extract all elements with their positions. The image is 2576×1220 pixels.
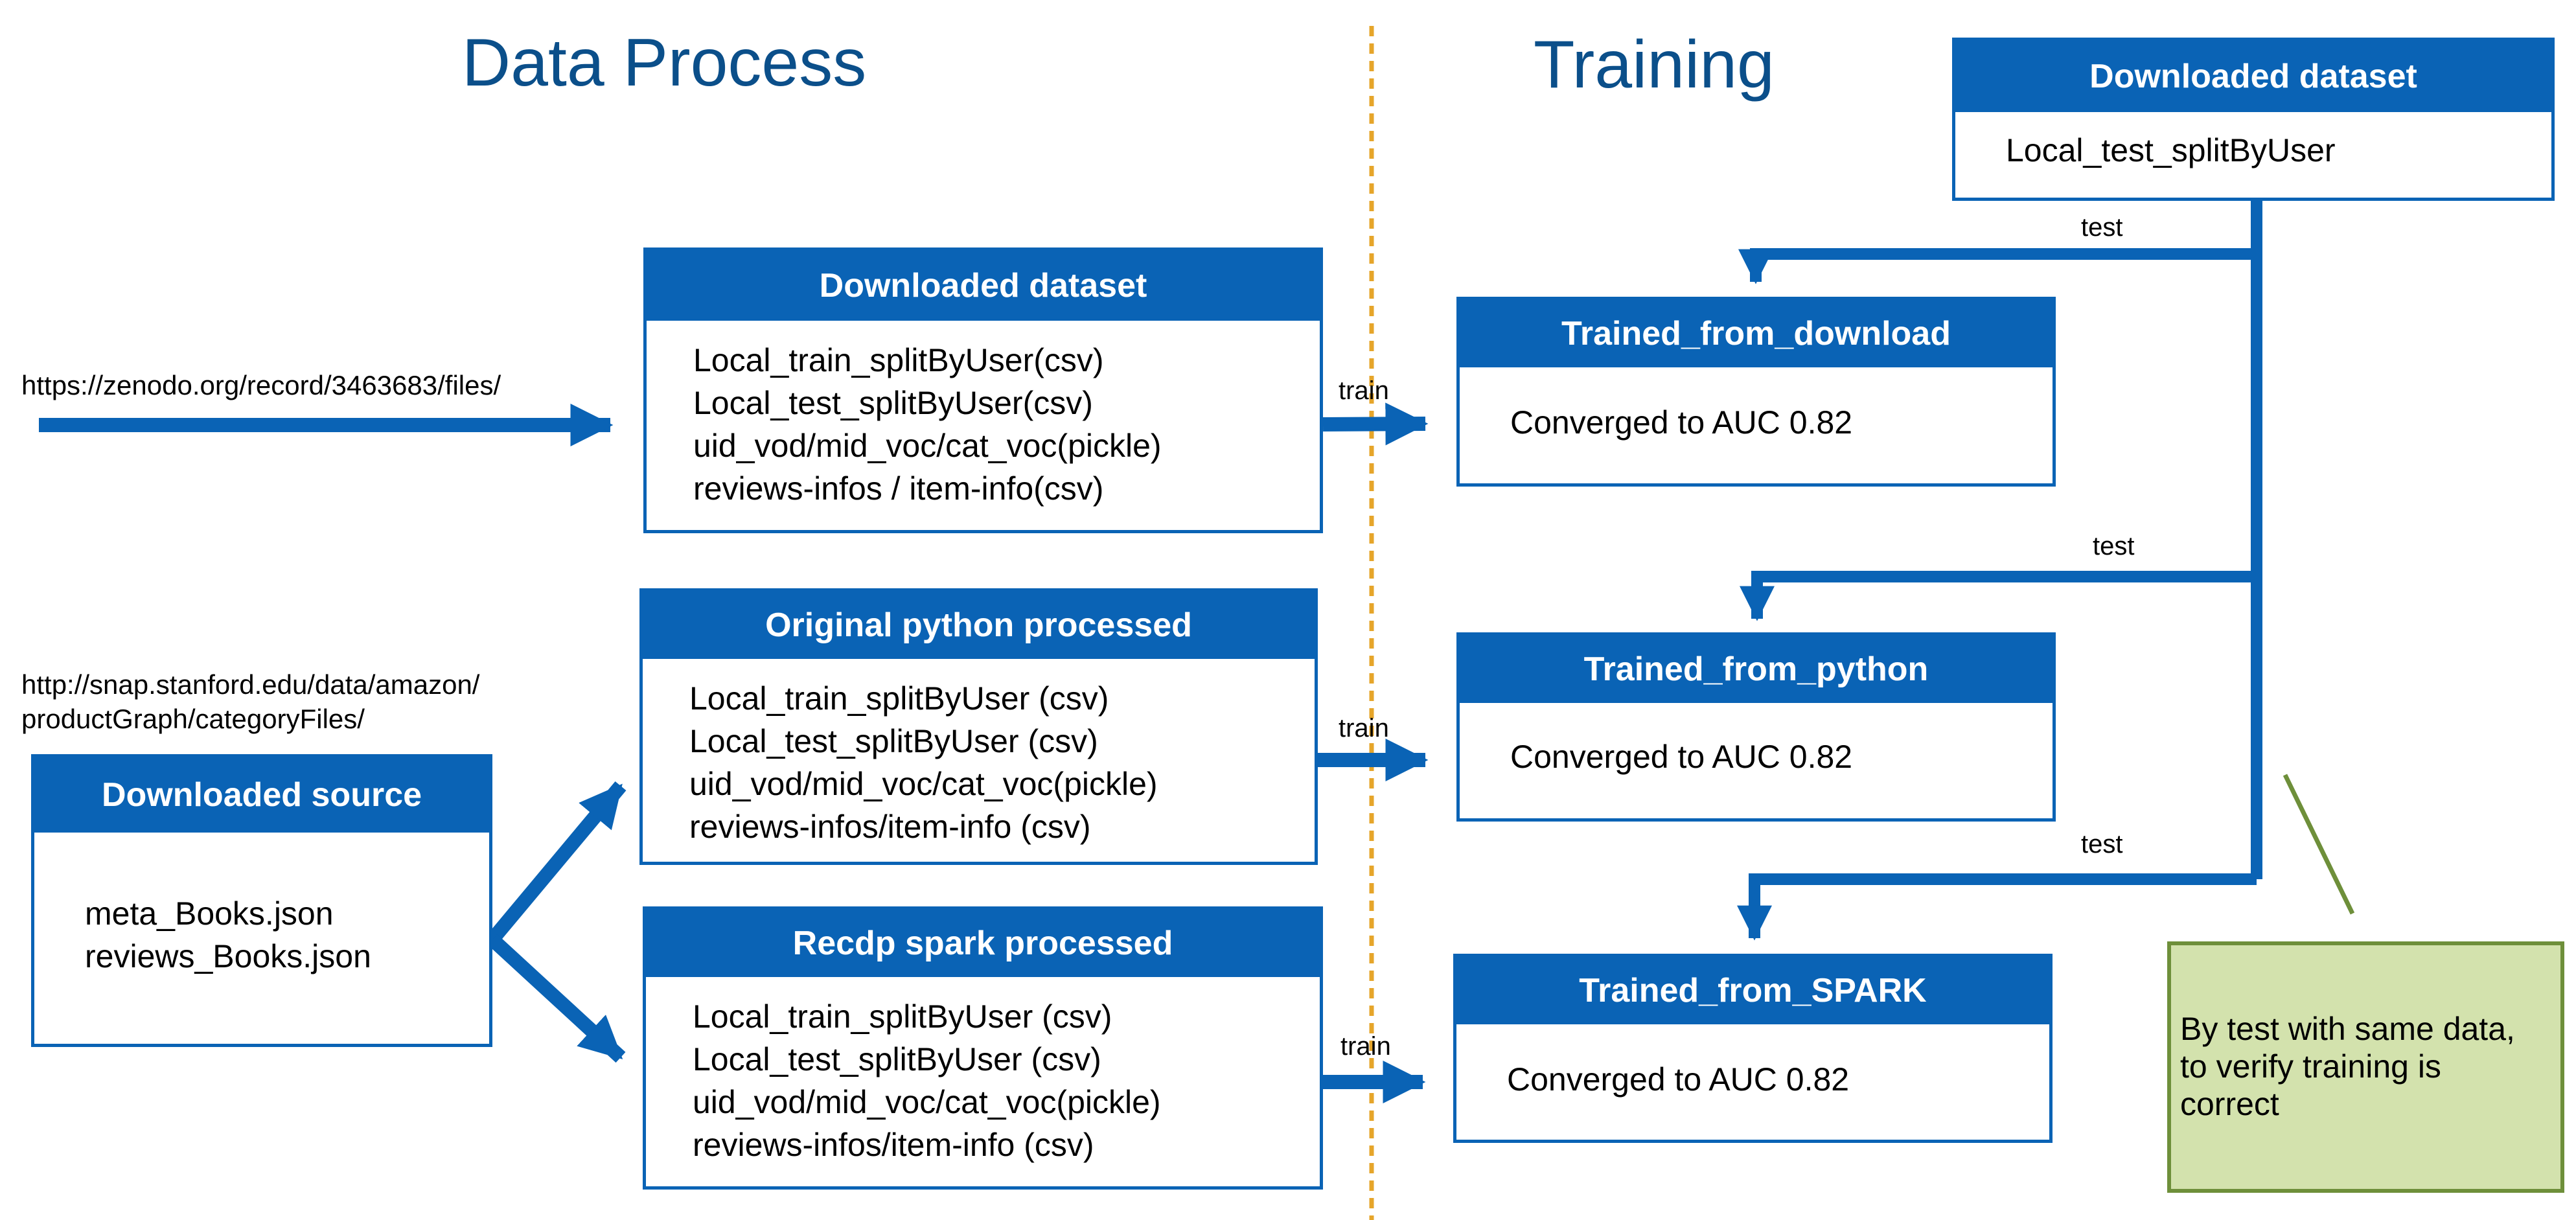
stanford-url-line-2: productGraph/categoryFiles/: [21, 704, 365, 735]
dataset-line: Local_train_splitByUser (csv): [689, 680, 1109, 717]
test-label-python: test: [2093, 532, 2135, 560]
trained-from-download-title: Trained_from_download: [1460, 300, 2053, 367]
train-label-spark: train: [1340, 1032, 1391, 1061]
trained-from-python-body: Converged to AUC 0.82: [1460, 703, 2053, 778]
test-label-download: test: [2081, 213, 2123, 242]
dataset-line: uid_vod/mid_voc/cat_voc(pickle): [693, 1084, 1161, 1120]
dataset-line: reviews-infos/item-info (csv): [693, 1127, 1094, 1163]
dataset-line: Local_test_splitByUser (csv): [693, 1041, 1101, 1077]
trained-from-spark-result: Converged to AUC 0.82: [1507, 1061, 1850, 1098]
trained-from-python-box: Trained_from_python Converged to AUC 0.8…: [1456, 632, 2056, 822]
downloaded-dataset-box: Downloaded dataset Local_train_splitByUs…: [643, 247, 1323, 533]
dataset-line: Local_test_splitByUser(csv): [693, 385, 1093, 421]
verification-note: By test with same data, to verify traini…: [2167, 941, 2564, 1193]
downloaded-source-box: Downloaded source meta_Books.json review…: [31, 754, 492, 1047]
trained-from-download-box: Trained_from_download Converged to AUC 0…: [1456, 297, 2056, 487]
test-dataset-box: Downloaded dataset Local_test_splitByUse…: [1952, 38, 2555, 201]
note-pointer-line: [2283, 774, 2355, 915]
trained-from-python-title: Trained_from_python: [1460, 636, 2053, 703]
spark-processed-body: Local_train_splitByUser (csv) Local_test…: [646, 977, 1320, 1166]
trained-from-spark-box: Trained_from_SPARK Converged to AUC 0.82: [1453, 954, 2053, 1143]
dataset-line: Local_train_splitByUser (csv): [693, 998, 1112, 1035]
source-file-meta: meta_Books.json: [85, 895, 334, 932]
training-title: Training: [1534, 27, 1775, 102]
trained-from-spark-title: Trained_from_SPARK: [1456, 957, 2049, 1024]
arrow-source-to-spark: [487, 934, 626, 1063]
test-label-spark: test: [2081, 830, 2123, 858]
trained-from-spark-body: Converged to AUC 0.82: [1456, 1024, 2049, 1101]
test-dataset-title: Downloaded dataset: [1955, 41, 2551, 112]
arrow-test-python: [1740, 571, 2257, 621]
dataset-line: Local_test_splitByUser (csv): [689, 723, 1098, 759]
stanford-url-line-1: http://snap.stanford.edu/data/amazon/: [21, 669, 480, 700]
source-file-reviews: reviews_Books.json: [85, 938, 371, 974]
python-processed-body: Local_train_splitByUser (csv) Local_test…: [643, 659, 1315, 848]
downloaded-source-body: meta_Books.json reviews_Books.json: [34, 833, 489, 978]
test-dataset-line: Local_test_splitByUser: [2006, 132, 2336, 168]
arrow-test-spark: [1737, 873, 2257, 941]
stanford-url: http://snap.stanford.edu/data/amazon/ pr…: [21, 667, 479, 737]
downloaded-source-title: Downloaded source: [34, 757, 489, 833]
dataset-line: reviews-infos / item-info(csv): [693, 470, 1104, 507]
dataset-line: reviews-infos/item-info (csv): [689, 809, 1091, 845]
data-process-title: Data Process: [462, 25, 867, 100]
train-label-python: train: [1339, 714, 1389, 742]
python-processed-box: Original python processed Local_train_sp…: [639, 588, 1318, 865]
downloaded-dataset-title: Downloaded dataset: [647, 251, 1320, 321]
trained-from-download-body: Converged to AUC 0.82: [1460, 367, 2053, 444]
spark-processed-title: Recdp spark processed: [646, 910, 1320, 977]
trained-from-download-result: Converged to AUC 0.82: [1510, 404, 1853, 441]
dataset-line: Local_train_splitByUser(csv): [693, 342, 1104, 378]
arrow-test-download: [1738, 248, 2257, 284]
zenodo-url: https://zenodo.org/record/3463683/files/: [21, 370, 501, 400]
dataset-line: uid_vod/mid_voc/cat_voc(pickle): [693, 428, 1162, 464]
dataset-line: uid_vod/mid_voc/cat_voc(pickle): [689, 766, 1158, 802]
downloaded-dataset-body: Local_train_splitByUser(csv) Local_test_…: [647, 321, 1320, 510]
test-dataset-body: Local_test_splitByUser: [1955, 112, 2551, 172]
train-label-download: train: [1339, 376, 1389, 405]
spark-processed-box: Recdp spark processed Local_train_splitB…: [643, 906, 1323, 1190]
arrow-source-to-python: [487, 781, 627, 945]
python-processed-title: Original python processed: [643, 592, 1315, 659]
trained-from-python-result: Converged to AUC 0.82: [1510, 739, 1853, 775]
